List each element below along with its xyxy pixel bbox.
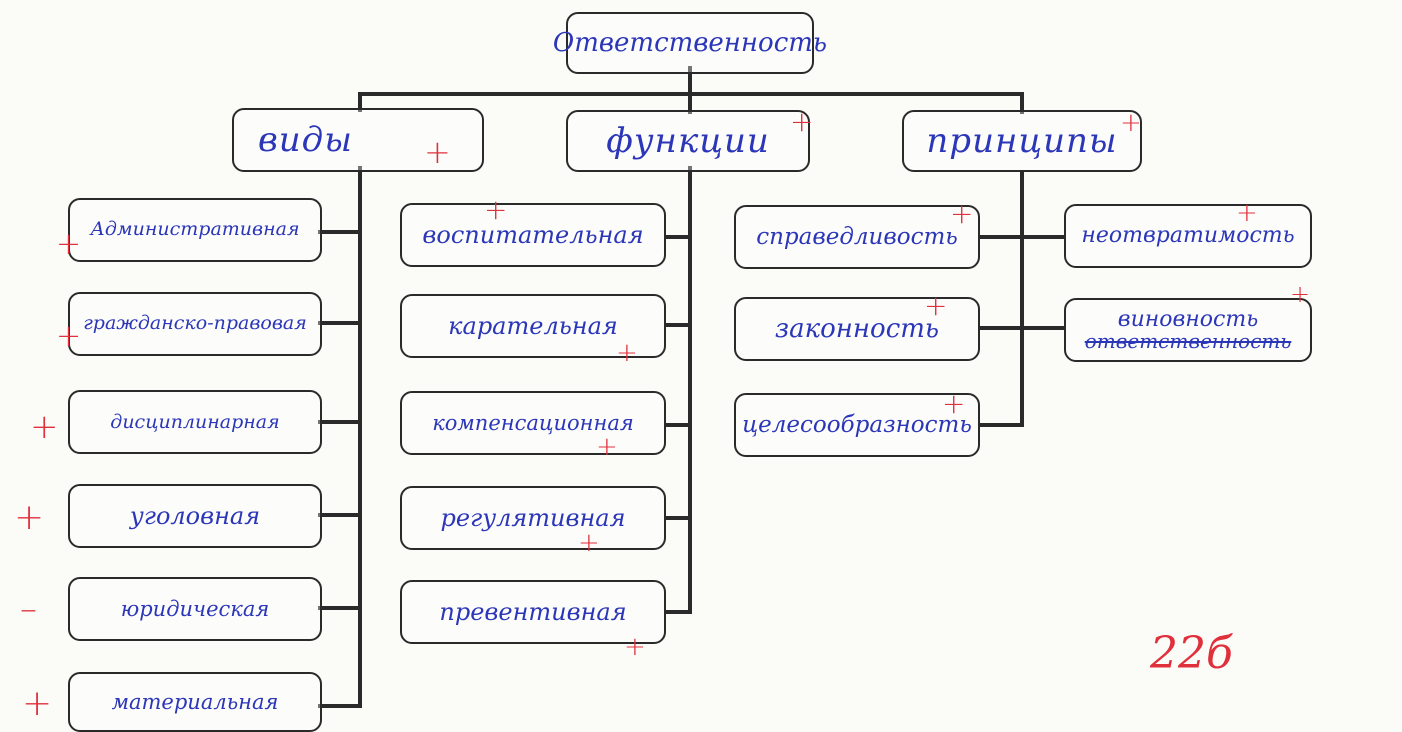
principy-item: справедливость [734,205,980,269]
funkcii-item: превентивная [400,580,666,644]
principy-item: целесообразность [734,393,980,457]
funkcii-item: воспитательная [400,203,666,267]
funkcii-item: регулятивная [400,486,666,550]
funkcii-item: компенсационная [400,391,666,455]
vidy-item: уголовная [68,484,322,548]
funkcii-item: карательная [400,294,666,358]
vidy-item-label: гражданско-правовая [83,312,307,335]
grade-plus-mark: + [1290,280,1311,308]
vidy-item-label: материальная [111,689,279,714]
grade-plus-mark: + [924,289,948,322]
grade-plus-mark: + [22,683,53,724]
grade-plus-mark: + [578,528,600,558]
vidy-item: Административная [68,198,322,262]
grade-plus-mark: + [484,193,508,226]
principy-item-label: неотвратимость [1081,223,1295,248]
funkcii-item-label: карательная [448,312,618,340]
principy-item: виновность ответственность [1064,298,1312,362]
funkcii-item-label: воспитательная [422,221,644,249]
category-principy-label: принципы [926,121,1118,161]
grade-plus-mark: + [56,227,82,262]
grade-score: 22б [1150,628,1233,679]
category-vidy-label: виды [258,120,353,160]
grade-plus-mark: + [56,319,82,354]
grade-plus-mark: + [790,105,814,138]
vidy-item: гражданско-правовая [68,292,322,356]
vidy-item: дисциплинарная [68,390,322,454]
vidy-item-label: дисциплинарная [110,410,280,433]
principy-item-label: законность [774,314,940,344]
category-vidy-box: виды [232,108,484,172]
principy-item-stack: виновность ответственность [1084,307,1292,353]
principy-item-label: виновность [1117,307,1259,332]
grade-plus-mark: + [624,632,646,662]
category-funkcii-box: функции [566,110,810,172]
vidy-item: материальная [68,672,322,732]
grade-plus-mark: + [30,407,59,447]
funkcii-item-label: компенсационная [432,410,634,435]
grade-plus-mark: + [950,197,974,230]
grade-minus-mark: – [20,589,37,629]
grade-plus-mark: + [14,497,45,538]
vidy-item-label: юридическая [120,596,270,621]
category-funkcii-label: функции [606,121,770,161]
grade-plus-mark: + [424,133,451,171]
grade-plus-mark: + [596,432,618,462]
vidy-item: юридическая [68,577,322,641]
vidy-item-label: уголовная [129,502,261,530]
grade-plus-mark: + [1120,108,1142,138]
grade-plus-mark: + [1236,198,1258,228]
principy-item-label: справедливость [756,223,958,250]
root-box: Ответственность [553,12,827,74]
principy-item-label: целесообразность [742,411,972,438]
grade-plus-mark: + [616,338,638,368]
principy-item-struck-label: ответственность [1084,329,1292,353]
principy-item: неотвратимость [1064,204,1312,268]
funkcii-item-label: регулятивная [440,504,626,532]
root-label: Ответственность [552,28,828,58]
principy-item: законность [734,297,980,361]
vidy-item-label: Административная [90,218,300,241]
grade-plus-mark: + [942,387,966,420]
funkcii-item-label: превентивная [439,598,627,626]
category-principy-box: принципы [902,110,1142,172]
